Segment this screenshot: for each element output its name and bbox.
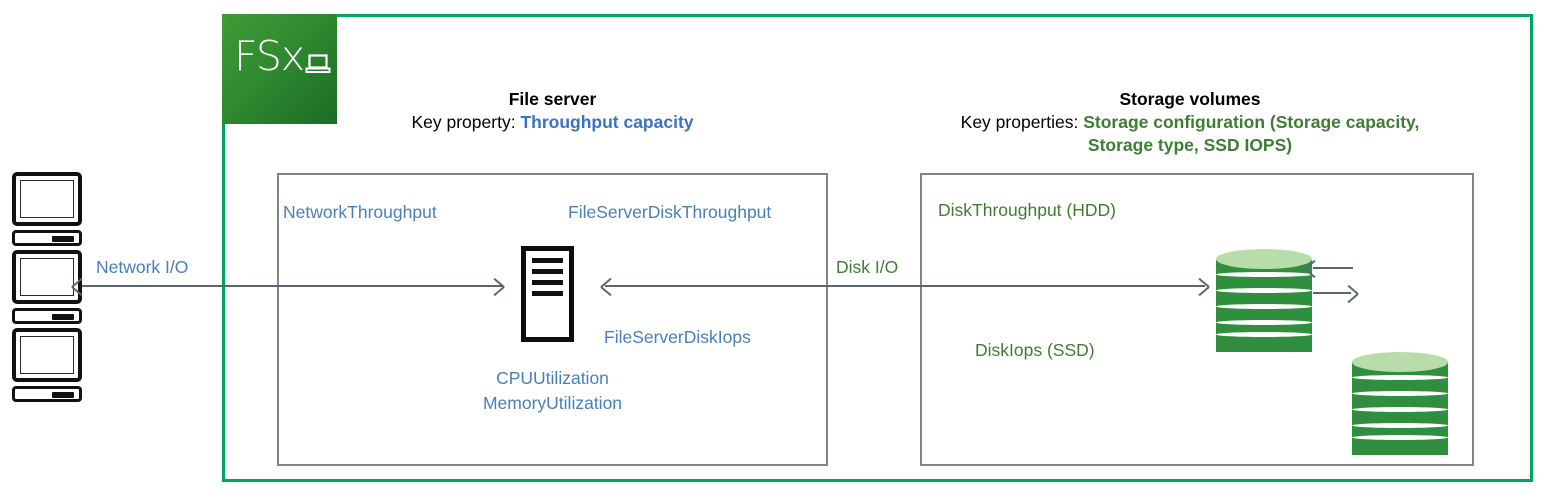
metric-cpu-utilization: CPUUtilization [496,368,609,388]
storage-volumes-title: Storage volumes [1119,89,1261,109]
laptop-icon [305,54,331,73]
drive-slot-icon [52,314,74,320]
cylinder-top [1216,249,1312,269]
file-server-key-value: Throughput capacity [520,112,694,132]
storage-volumes-key-properties: Key properties: Storage configuration (S… [930,111,1450,157]
server-bay-2 [532,269,563,274]
server-bay-1 [532,258,563,263]
client-computer-2 [12,250,82,324]
metric-disk-throughput-hdd: DiskThroughput (HDD) [938,200,1116,220]
computer-base [12,308,82,324]
cylinder-top [1352,352,1448,372]
monitor-icon [12,172,82,226]
disk-io-label: Disk I/O [836,257,899,277]
client-computer-1 [12,172,82,246]
fsx-service-logo: FSx [222,14,337,124]
metric-memory-utilization: MemoryUtilization [482,393,623,413]
network-io-label: Network I/O [96,257,189,277]
metric-network-throughput: NetworkThroughput [283,202,437,222]
cylinder-body [1352,362,1448,455]
storage-volumes-key-prefix: Key properties: [960,112,1084,132]
metric-utilization-group: CPUUtilization MemoryUtilization [400,366,705,416]
metric-file-server-disk-throughput: FileServerDiskThroughput [568,202,772,222]
monitor-screen [20,180,74,218]
storage-volumes-header: Storage volumes Key properties: Storage … [930,88,1450,157]
file-server-key-prefix: Key property: [411,112,521,132]
disk-replication-arrow-line-left [1313,267,1353,269]
client-computer-3 [12,328,82,402]
metric-file-server-disk-iops: FileServerDiskIops [604,327,751,347]
storage-volume-disk-1 [1216,249,1312,352]
drive-slot-icon [52,392,74,398]
drive-slot-icon [52,236,74,242]
file-server-key-property: Key property: Throughput capacity [370,111,735,134]
file-server-title: File server [508,89,597,109]
cylinder-body [1216,259,1312,352]
metric-disk-iops-ssd: DiskIops (SSD) [975,340,1095,360]
file-server-tower-icon [521,246,574,342]
disk-replication-arrow-line-right [1313,292,1351,294]
storage-volumes-key-value: Storage configuration (Storage capacity,… [1083,112,1420,155]
monitor-screen [20,258,74,296]
computer-base [12,230,82,246]
network-io-arrow-line [82,285,503,287]
server-bay-3 [532,280,563,285]
monitor-icon [12,328,82,382]
fsx-logo-text: FSx [234,32,305,80]
storage-volume-disk-2 [1352,352,1448,455]
server-bay-4 [532,291,563,296]
monitor-icon [12,250,82,304]
disk-io-arrow-line [605,285,1205,287]
monitor-screen [20,336,74,374]
computer-base [12,386,82,402]
fsx-service-boundary [222,14,1533,482]
file-server-header: File server Key property: Throughput cap… [370,88,735,134]
